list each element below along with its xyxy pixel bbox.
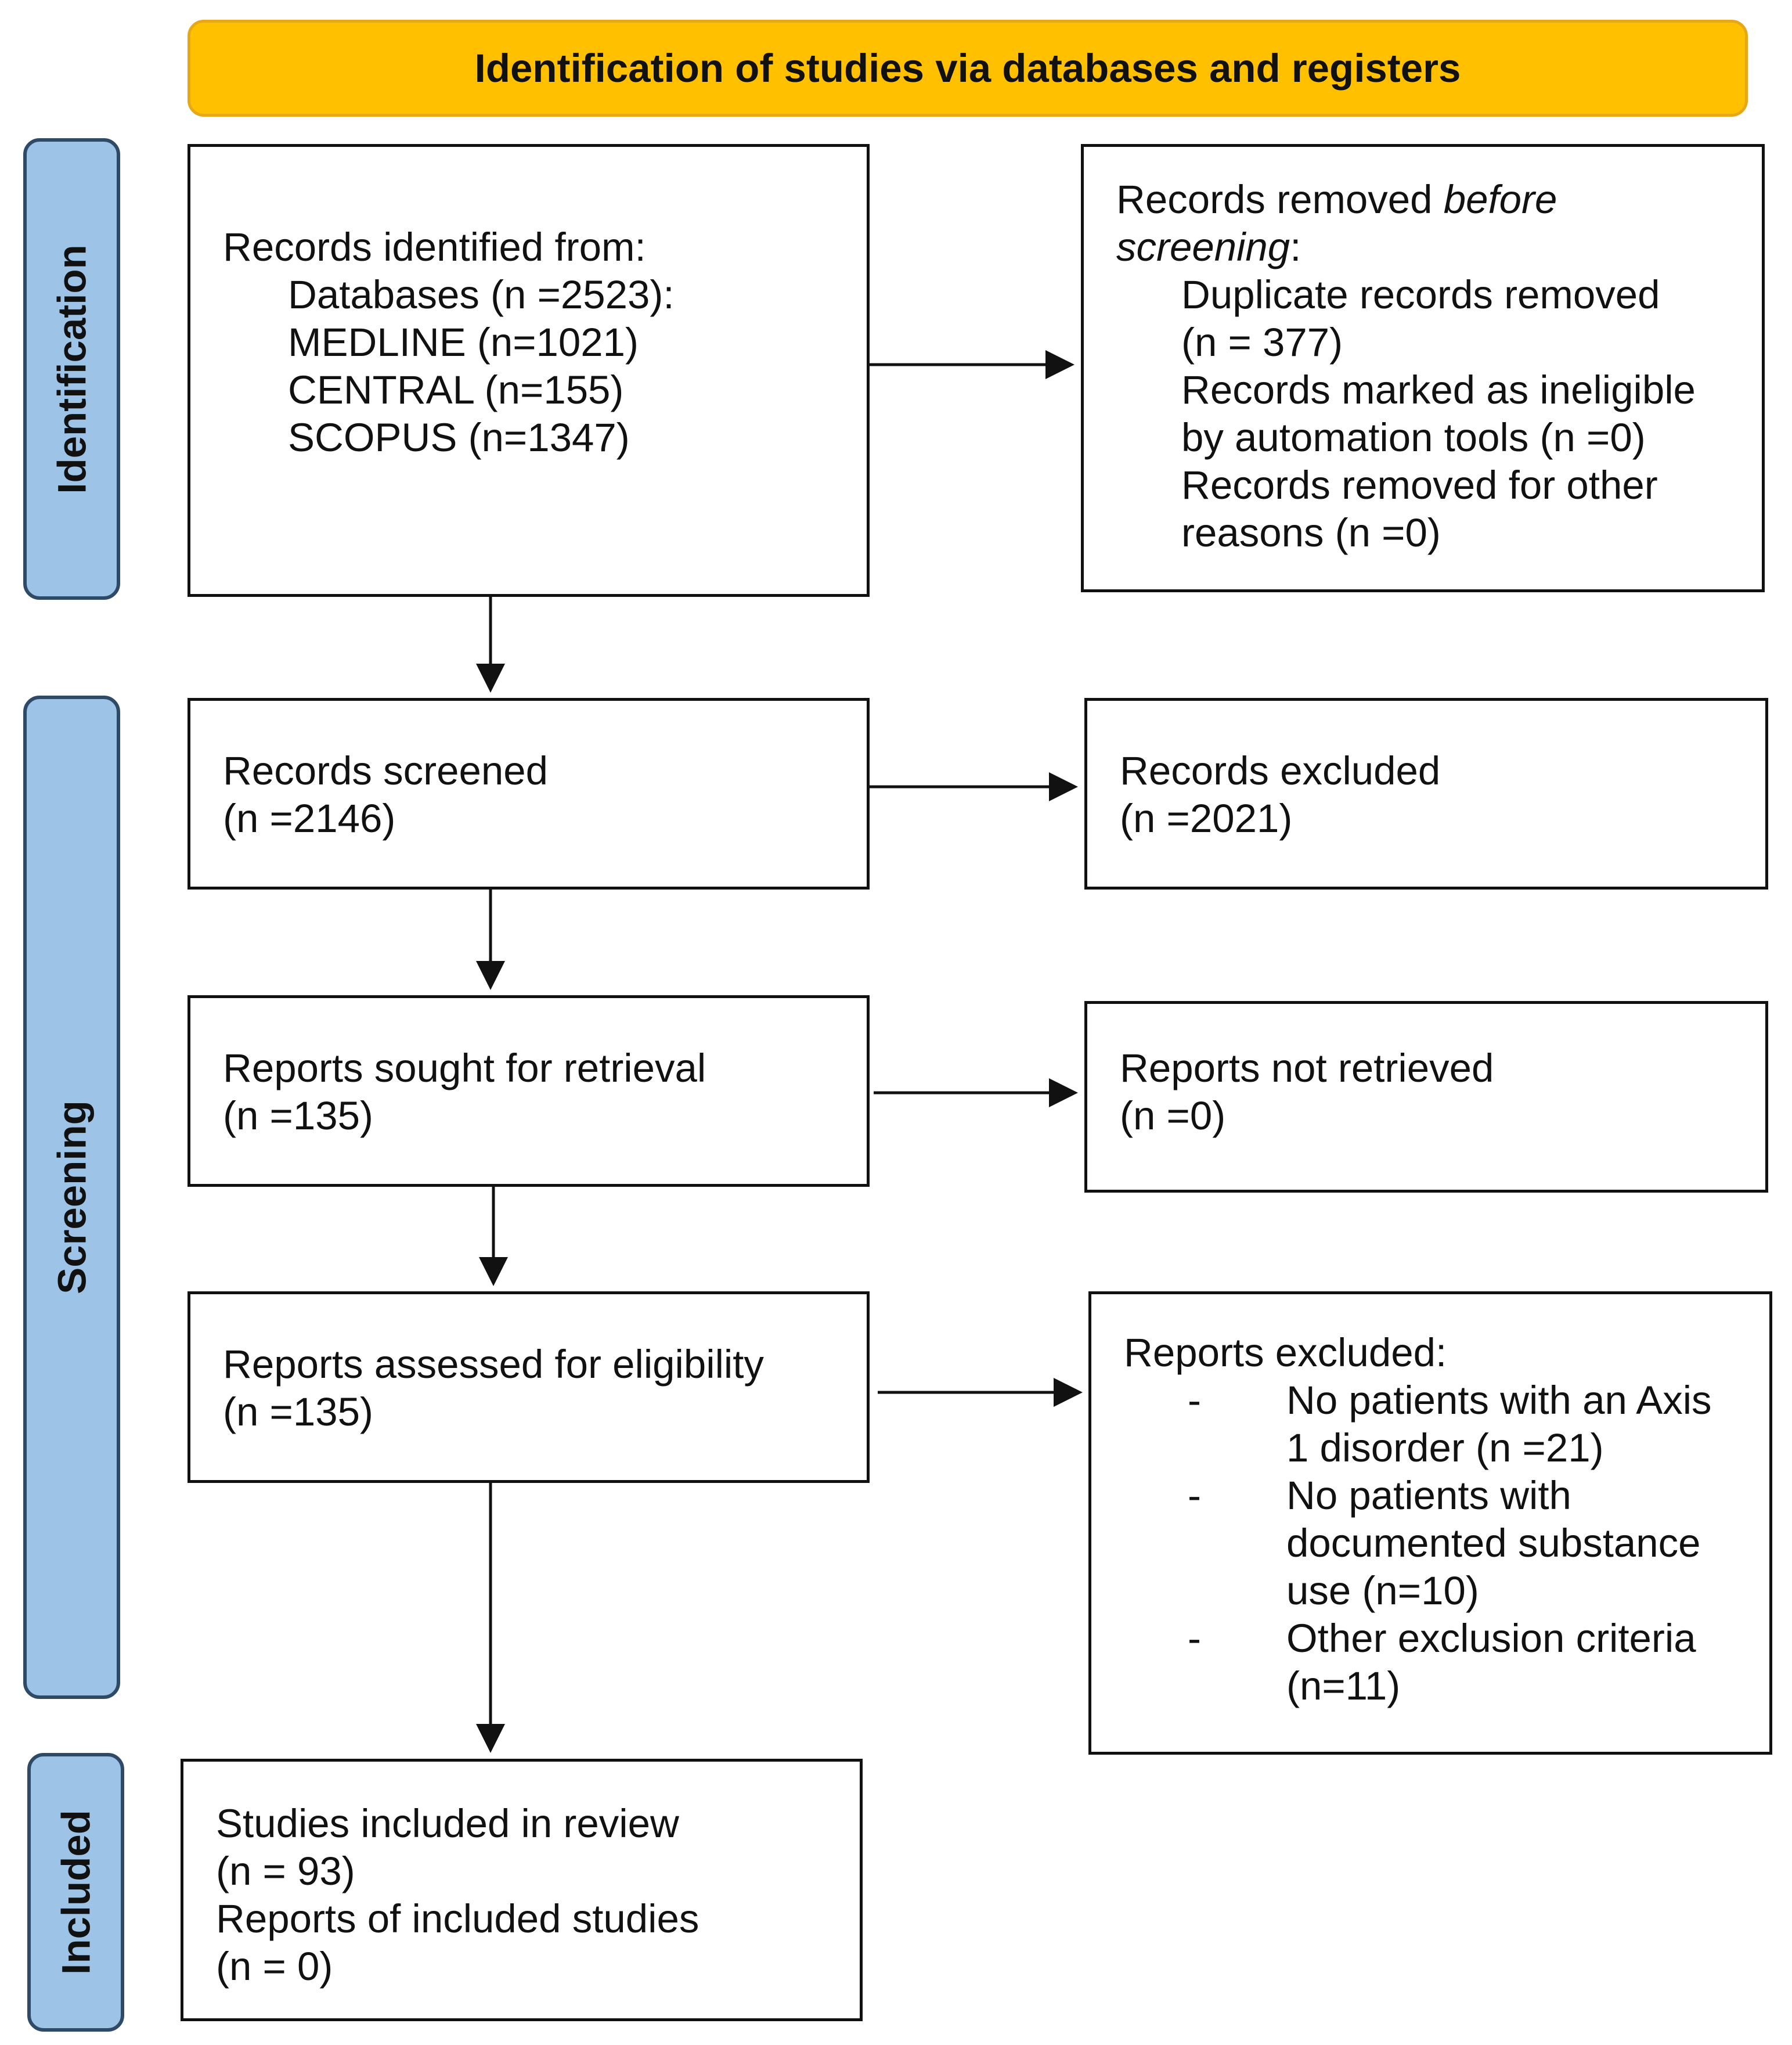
reports-excluded-box: Reports excluded: - No patients with an A…: [1088, 1291, 1772, 1755]
included-reports-count: (n = 0): [216, 1944, 333, 1989]
exclusion-reason-2: - No patients with: [1124, 1472, 1769, 1520]
removed-automation-1: Records marked as ineligible: [1181, 368, 1696, 412]
bullet-dash: -: [1188, 1616, 1201, 1661]
header-banner: Identification of studies via databases …: [188, 20, 1748, 117]
bullet-dash: -: [1188, 1473, 1201, 1518]
exclusion-reason-2-text-2: documented substance: [1286, 1521, 1701, 1565]
removed-heading-2: screening:: [1116, 224, 1762, 271]
exclusion-reason-3-cont: (n=11): [1124, 1662, 1769, 1710]
excluded-count: (n =2021): [1120, 796, 1293, 841]
removed-heading-1: Records removed before: [1116, 176, 1762, 224]
reports-excluded-title: Reports excluded:: [1124, 1330, 1447, 1375]
exclusion-reason-3-text: Other exclusion criteria: [1286, 1616, 1696, 1661]
included-reports-label: Reports of included studies: [216, 1896, 700, 1941]
removed-prefix: Records removed: [1116, 177, 1444, 222]
studies-included-box: Studies included in review (n = 93) Repo…: [181, 1759, 863, 2021]
records-screened-box: Records screened (n =2146): [188, 698, 870, 890]
records-removed-box: Records removed before screening: Duplic…: [1081, 144, 1765, 592]
assessed-label: Reports assessed for eligibility: [223, 1342, 764, 1387]
exclusion-reason-2-cont2: use (n=10): [1124, 1567, 1769, 1615]
bullet-dash: -: [1188, 1378, 1201, 1423]
removed-screening: screening: [1116, 225, 1290, 269]
records-identified-box: Records identified from: Databases (n =2…: [188, 144, 870, 597]
exclusion-reason-1-cont: 1 disorder (n =21): [1124, 1424, 1769, 1472]
removed-other-1: Records removed for other: [1181, 463, 1658, 507]
exclusion-reason-3: - Other exclusion criteria: [1124, 1615, 1769, 1662]
exclusion-reason-2-text: No patients with: [1286, 1473, 1571, 1518]
identified-scopus: SCOPUS (n=1347): [288, 415, 630, 460]
exclusion-reason-2-text-3: use (n=10): [1286, 1568, 1479, 1613]
included-studies-label: Studies included in review: [216, 1801, 679, 1846]
not-retrieved-count: (n =0): [1120, 1093, 1226, 1138]
phase-identification: Identification: [23, 138, 120, 600]
screened-label: Records screened: [223, 748, 548, 793]
header-title: Identification of studies via databases …: [474, 46, 1461, 91]
identified-central: CENTRAL (n=155): [288, 368, 624, 412]
removed-other-2: reasons (n =0): [1181, 510, 1441, 555]
exclusion-reason-2-cont: documented substance: [1124, 1520, 1769, 1567]
sought-count: (n =135): [223, 1093, 373, 1138]
identified-databases: Databases (n =2523):: [288, 272, 675, 317]
exclusion-reason-1-text-2: 1 disorder (n =21): [1286, 1425, 1604, 1470]
phase-included: Included: [27, 1753, 124, 2032]
removed-colon: :: [1290, 225, 1301, 269]
phase-screening: Screening: [23, 696, 120, 1699]
sought-label: Reports sought for retrieval: [223, 1046, 706, 1090]
identified-medline: MEDLINE (n=1021): [288, 320, 639, 365]
screened-count: (n =2146): [223, 796, 396, 841]
exclusion-reason-1-text: No patients with an Axis: [1286, 1378, 1712, 1423]
reports-sought-box: Reports sought for retrieval (n =135): [188, 995, 870, 1187]
removed-before: before: [1443, 177, 1557, 222]
removed-duplicates-1: Duplicate records removed: [1181, 272, 1660, 317]
included-studies-count: (n = 93): [216, 1849, 355, 1893]
exclusion-reason-3-text-2: (n=11): [1286, 1664, 1401, 1708]
reports-not-retrieved-box: Reports not retrieved (n =0): [1084, 1001, 1768, 1193]
exclusion-reason-1: - No patients with an Axis: [1124, 1377, 1769, 1424]
assessed-count: (n =135): [223, 1389, 373, 1434]
identified-title: Records identified from:: [223, 225, 646, 269]
removed-automation-2: by automation tools (n =0): [1181, 415, 1646, 460]
records-excluded-box: Records excluded (n =2021): [1084, 698, 1768, 890]
excluded-label: Records excluded: [1120, 748, 1441, 793]
removed-duplicates-2: (n = 377): [1181, 320, 1343, 365]
reports-assessed-box: Reports assessed for eligibility (n =135…: [188, 1291, 870, 1483]
not-retrieved-label: Reports not retrieved: [1120, 1046, 1494, 1090]
